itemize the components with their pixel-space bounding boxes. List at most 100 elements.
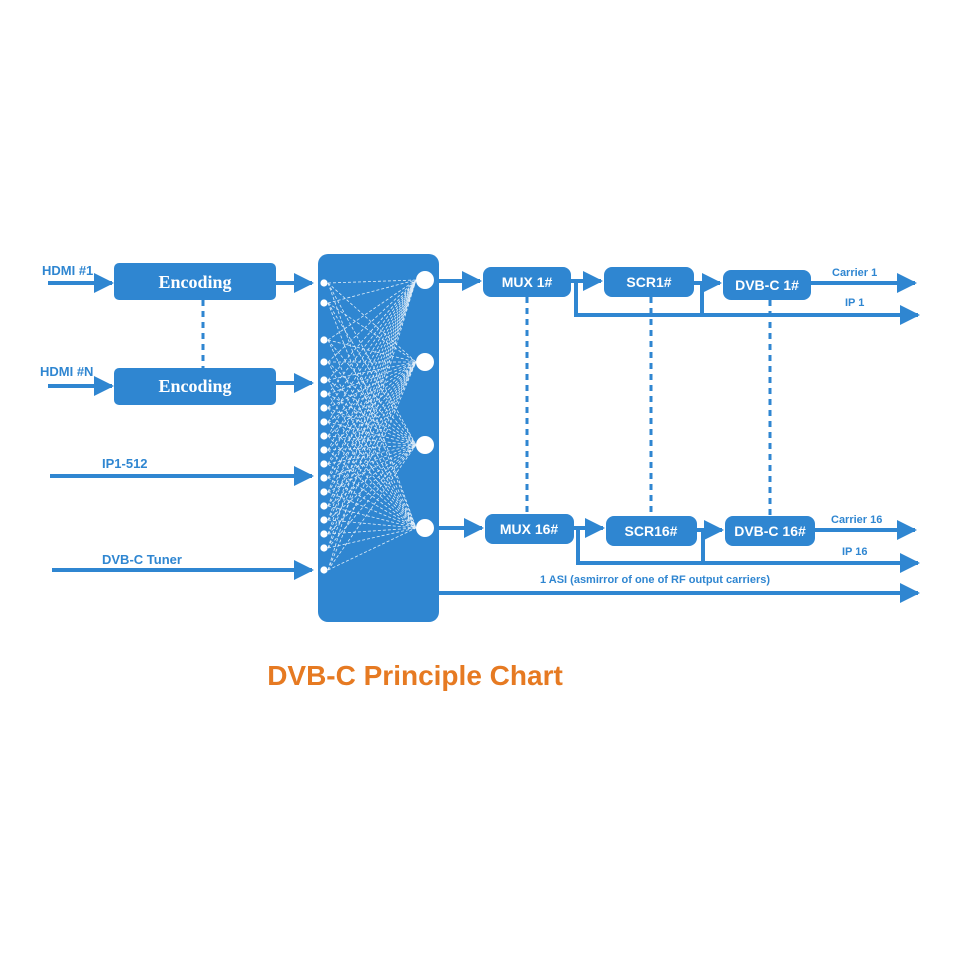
matrix-crosslink (327, 361, 417, 395)
asi-label: 1 ASI (asmirror of one of RF output carr… (540, 574, 770, 586)
dvbc-16-label: DVB-C 16# (734, 523, 806, 539)
matrix-crosslink (327, 302, 417, 446)
matrix-input-dots (320, 279, 328, 574)
matrix-input-dot (320, 530, 328, 538)
ip-16-label: IP 16 (842, 546, 868, 558)
hdmi-1-label: HDMI #1 (42, 263, 93, 278)
matrix-crosslink (327, 279, 417, 521)
matrix-crosslink (327, 444, 417, 465)
matrix-input-dot (320, 336, 328, 344)
matrix-crosslink (327, 477, 417, 529)
matrix-crosslink (327, 361, 417, 437)
matrix-crosslink (327, 444, 417, 493)
encoding-block-n (114, 368, 276, 405)
matrix-crosslink (327, 279, 417, 507)
matrix-output-port (416, 436, 434, 454)
matrix-input-dot (320, 460, 328, 468)
matrix-crosslink (327, 463, 417, 529)
matrix-crosslink (327, 379, 417, 529)
matrix-crosslink (327, 505, 417, 529)
matrix-input-dot (320, 418, 328, 426)
matrix-input-dot (320, 544, 328, 552)
matrix-input-dot (320, 566, 328, 574)
mux-1-block (483, 267, 571, 297)
matrix-input-dot (320, 488, 328, 496)
encoding-block-n-label: Encoding (158, 376, 231, 396)
matrix-crosslink (327, 435, 417, 529)
matrix-crosslink (327, 444, 417, 479)
matrix-crosslink (327, 279, 417, 395)
diagram-caption: DVB-C Principle Chart (267, 660, 563, 691)
matrix-crosslink (327, 393, 417, 529)
matrix-crosslink (327, 279, 417, 549)
matrix-crosslink (327, 302, 417, 363)
matrix-crosslink (327, 361, 417, 493)
matrix-crosslink (327, 339, 417, 529)
scr-1-block (604, 267, 694, 297)
ip-1-branch (574, 281, 920, 325)
dvbc-1-label: DVB-C 1# (735, 277, 799, 293)
matrix-crosslink (327, 361, 417, 535)
matrix-crosslink (327, 361, 417, 529)
matrix-input-dot (320, 390, 328, 398)
matrix-output-port (416, 353, 434, 371)
mux-16-label: MUX 16# (500, 521, 559, 537)
matrix-input-dot (320, 299, 328, 307)
matrix-crosslink (327, 279, 417, 363)
matrix-crosslink (327, 339, 417, 446)
scr-1-label: SCR1# (626, 274, 671, 290)
matrix-crosslink (327, 407, 417, 446)
matrix-crosslink (327, 339, 417, 363)
matrix-crosslink (327, 279, 417, 341)
matrix-crosslink (327, 361, 417, 423)
encoding-block-1 (114, 263, 276, 300)
ip-input-label: IP1-512 (102, 456, 148, 471)
matrix-crosslink (327, 302, 417, 529)
matrix-crosslink (327, 393, 417, 446)
matrix-crosslink (327, 379, 417, 446)
matrix-crosslink (327, 282, 417, 446)
ip-1-label: IP 1 (845, 297, 864, 309)
ip-16-branch (576, 528, 920, 573)
matrix-crosslink (327, 361, 417, 571)
matrix-crosslink (327, 421, 417, 446)
matrix-input-dot (320, 404, 328, 412)
matrix-crosslink (327, 279, 417, 409)
matrix-crosslink (327, 279, 417, 381)
matrix-crosslink (327, 444, 417, 571)
matrix-crosslink (327, 527, 417, 549)
matrix-crosslink (327, 444, 417, 535)
matrix-input-dot (320, 432, 328, 440)
matrix-input-dot (320, 376, 328, 384)
matrix-output-port (416, 271, 434, 289)
matrix-crosslink (327, 361, 417, 507)
mux-16-block (485, 514, 574, 544)
matrix-input-dot (320, 516, 328, 524)
dvbc-1-block (723, 270, 811, 300)
matrix-input-dot (320, 502, 328, 510)
matrix-crosslink (327, 279, 417, 479)
matrix-crosslink (327, 279, 417, 493)
tuner-input-label: DVB-C Tuner (102, 552, 182, 567)
matrix-crosslink (327, 421, 417, 529)
dvbc-16-block (725, 516, 815, 546)
matrix-crosslink (327, 279, 417, 571)
scr-16-block (606, 516, 697, 546)
matrix-input-dot (320, 474, 328, 482)
matrix-crosslink (327, 444, 417, 507)
matrix-crosslink (327, 444, 417, 549)
matrix-crosslink (327, 361, 417, 521)
matrix-crosslink (327, 361, 417, 446)
matrix-input-dot (320, 446, 328, 454)
matrix-output-ports (416, 271, 434, 537)
matrix-input-dot (320, 279, 328, 287)
encoding-block-1-label: Encoding (158, 272, 231, 292)
carrier-16-label: Carrier 16 (831, 514, 882, 526)
matrix-crosslink (327, 279, 417, 451)
matrix-output-port (416, 519, 434, 537)
input-arrows (48, 273, 314, 580)
matrix-crosslink (327, 279, 417, 465)
matrix-crosslink (327, 444, 417, 521)
matrix-crosslinks (327, 279, 417, 571)
